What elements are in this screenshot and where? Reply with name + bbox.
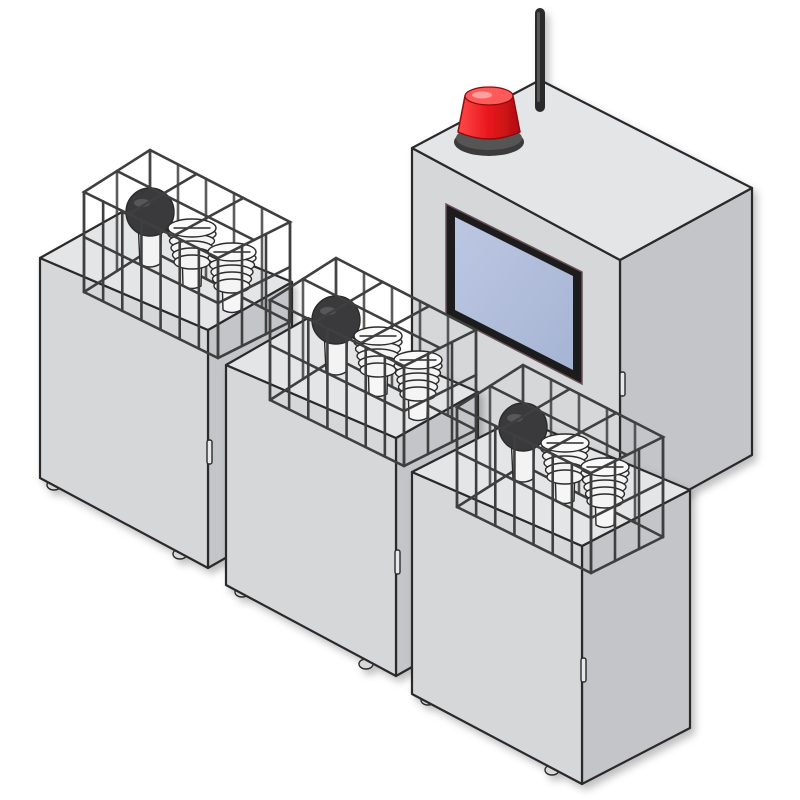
dark-dome-sensor-icon xyxy=(498,402,548,483)
station-1-door-handle[interactable] xyxy=(206,439,213,465)
station-2-door-handle[interactable] xyxy=(394,549,401,575)
station-3-door-handle[interactable] xyxy=(580,657,587,683)
sensor-cage-3 xyxy=(454,363,666,575)
red-warning-light-icon xyxy=(454,86,524,156)
antenna-icon xyxy=(535,8,545,112)
touchscreen-panel[interactable] xyxy=(455,217,573,370)
dark-dome-sensor-icon xyxy=(125,187,175,268)
dark-dome-sensor-icon xyxy=(311,295,361,376)
sensor-cages xyxy=(81,148,666,575)
sensor-cage-1 xyxy=(81,148,293,360)
control-cabinet-handle[interactable] xyxy=(619,371,626,397)
sensor-cage-2 xyxy=(267,256,479,468)
